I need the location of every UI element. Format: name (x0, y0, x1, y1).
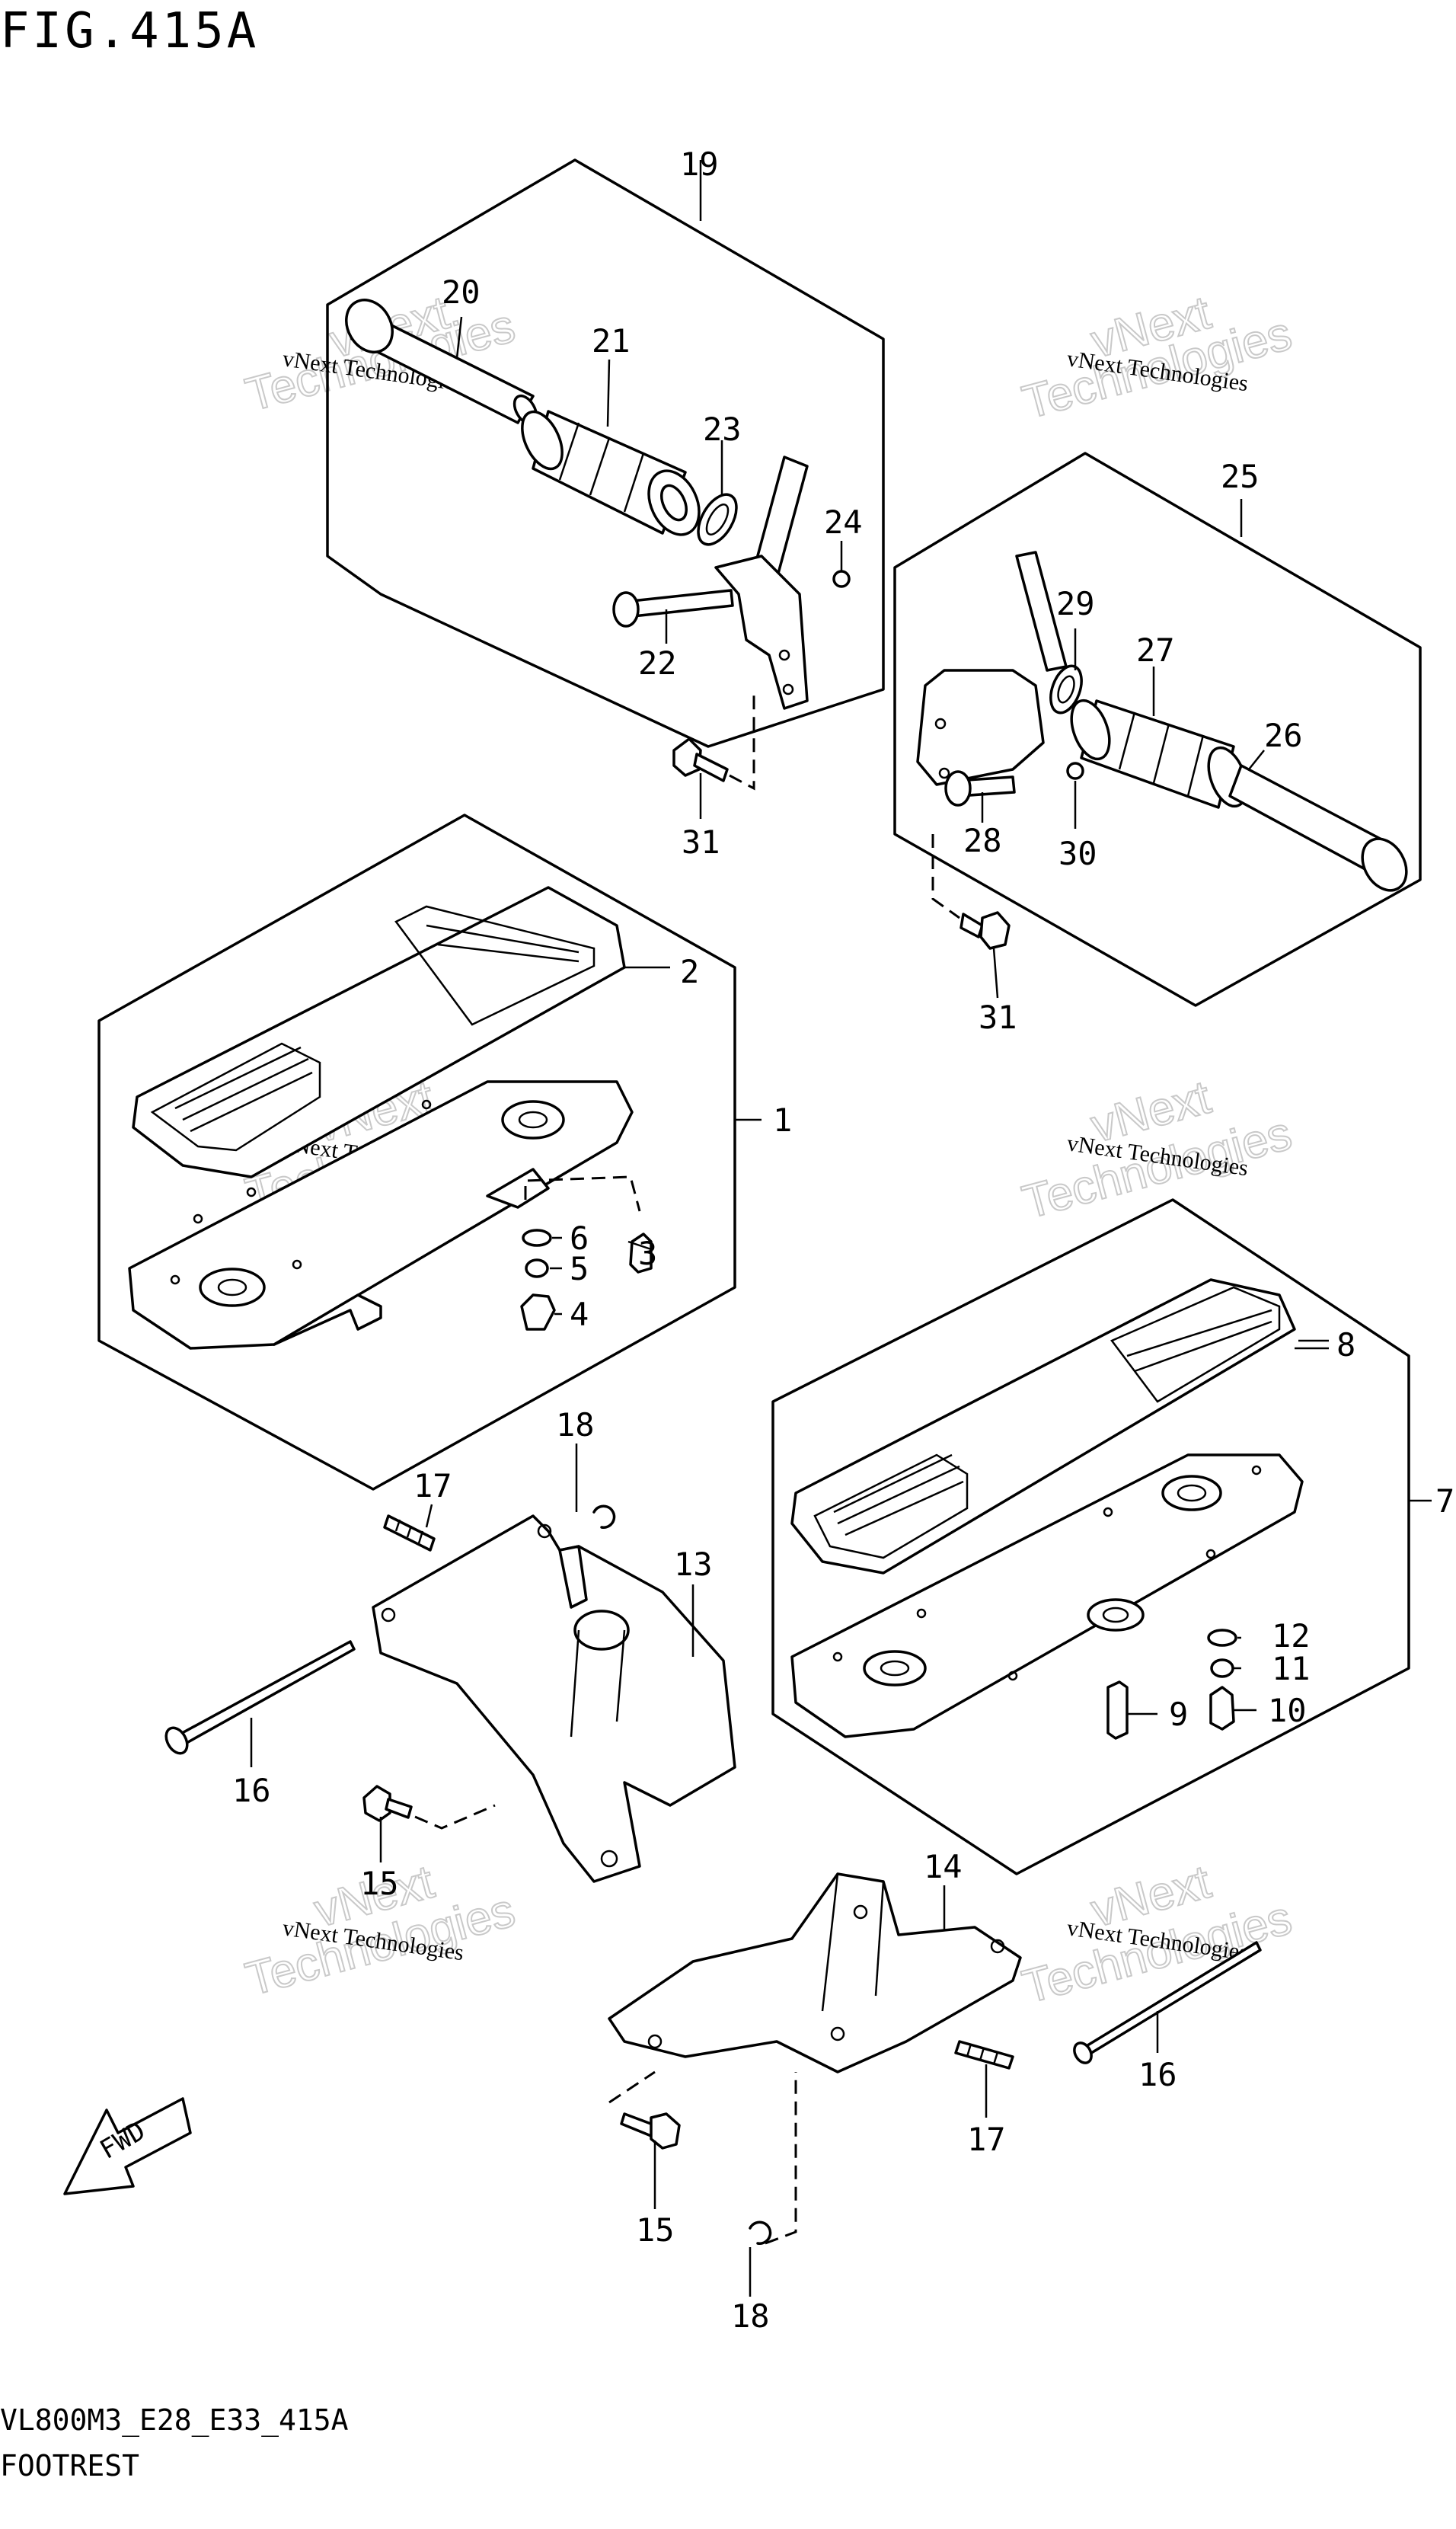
pin-26 (1228, 764, 1408, 892)
bolt-31-lower (931, 834, 1011, 950)
washer-12 (1207, 1629, 1237, 1647)
model-code: VL800M3_E28_E33_415A (0, 2403, 349, 2438)
washer-5 (525, 1258, 549, 1278)
assembly-19-box (326, 158, 885, 748)
spring-17-right (954, 2040, 1014, 2070)
callout-19: 19 (680, 145, 719, 183)
callout-31-upper: 31 (682, 823, 720, 861)
assembly-1-box (97, 814, 762, 1491)
washer-6 (522, 1229, 552, 1247)
callout-28: 28 (963, 822, 1002, 859)
rubber-peg-27 (1070, 699, 1248, 809)
pin-20 (345, 299, 538, 426)
callout-22: 22 (638, 644, 677, 682)
assembly-7-box (771, 1198, 1432, 1875)
rubber-peg-21 (521, 410, 701, 536)
clip-30 (1066, 762, 1084, 780)
callout-23: 23 (703, 411, 742, 448)
fwd-arrow-icon: FWD (63, 2097, 192, 2195)
clevis-pin-22 (612, 589, 734, 628)
callout-25: 25 (1221, 458, 1260, 495)
callout-7: 7 (1435, 1482, 1454, 1520)
callout-29: 29 (1056, 585, 1095, 622)
callout-21: 21 (592, 322, 631, 360)
callout-12: 12 (1272, 1617, 1311, 1655)
rod-16-left (164, 1640, 356, 1755)
washer-23 (697, 493, 738, 546)
bolt-15-left (362, 1785, 496, 1830)
spring-17-left (383, 1514, 436, 1552)
callout-2: 2 (680, 953, 699, 990)
callout-16-right: 16 (1138, 2056, 1177, 2093)
callout-27: 27 (1136, 631, 1175, 669)
assembly-25-box (893, 452, 1422, 1007)
bolt-31-upper (672, 689, 755, 791)
bolt-9 (1106, 1680, 1129, 1740)
clevis-pin-28 (944, 770, 1016, 807)
callout-3: 3 (638, 1235, 657, 1272)
callout-6: 6 (570, 1220, 589, 1257)
peg-bracket-left (714, 456, 809, 710)
peg-bracket-right (916, 551, 1068, 786)
nut-4 (520, 1293, 556, 1331)
callout-17-lower: 17 (967, 2121, 1006, 2158)
callout-13: 13 (674, 1546, 713, 1583)
callout-15-lower: 15 (636, 2211, 675, 2249)
watermark-6: Technologies vNext vNext Technologies (1017, 1855, 1298, 2015)
rubber-mat-8 (790, 1278, 1329, 1575)
rod-16-right (1073, 1941, 1262, 2064)
watermark-4: Technologies vNext vNext Technologies (1017, 1070, 1298, 1230)
callout-16-left: 16 (232, 1772, 271, 1809)
callout-26: 26 (1264, 717, 1303, 754)
callout-15-upper: 15 (360, 1865, 399, 1902)
callout-4: 4 (570, 1296, 589, 1333)
figure-title: FIG.415A (0, 3, 259, 59)
bracket-13 (372, 1514, 736, 1883)
callout-9: 9 (1169, 1696, 1188, 1733)
floorboard-1 (128, 1080, 634, 1350)
floorboard-7 (790, 1453, 1304, 1738)
callout-18-upper: 18 (556, 1406, 595, 1444)
rubber-mat-2 (132, 886, 670, 1178)
callout-10: 10 (1268, 1692, 1307, 1729)
bolt-15-right (608, 2070, 681, 2150)
callout-1: 1 (773, 1101, 792, 1139)
callout-17-upper: 17 (413, 1467, 452, 1504)
clip-18-right (749, 2072, 797, 2245)
watermark-2: Technologies vNext vNext Technologies (1017, 286, 1298, 430)
callout-18-lower: 18 (731, 2297, 770, 2335)
callout-14: 14 (924, 1848, 963, 1885)
callout-5: 5 (570, 1250, 589, 1287)
callout-labels: 19 20 21 23 24 22 31 25 29 27 26 28 30 3… (232, 145, 1454, 2335)
nut-10 (1209, 1686, 1235, 1731)
callout-30: 30 (1058, 835, 1097, 872)
washer-11 (1210, 1658, 1234, 1678)
callout-11: 11 (1272, 1650, 1311, 1687)
leader-lines (250, 316, 1329, 2297)
clip-18-left (592, 1504, 616, 1529)
clip-24 (832, 570, 851, 588)
callout-8: 8 (1336, 1326, 1355, 1364)
figure-caption: FOOTREST (0, 2449, 139, 2483)
callout-24: 24 (824, 504, 863, 541)
callout-31-lower: 31 (979, 999, 1017, 1036)
callout-20: 20 (442, 273, 481, 311)
bracket-14 (608, 1872, 1022, 2073)
